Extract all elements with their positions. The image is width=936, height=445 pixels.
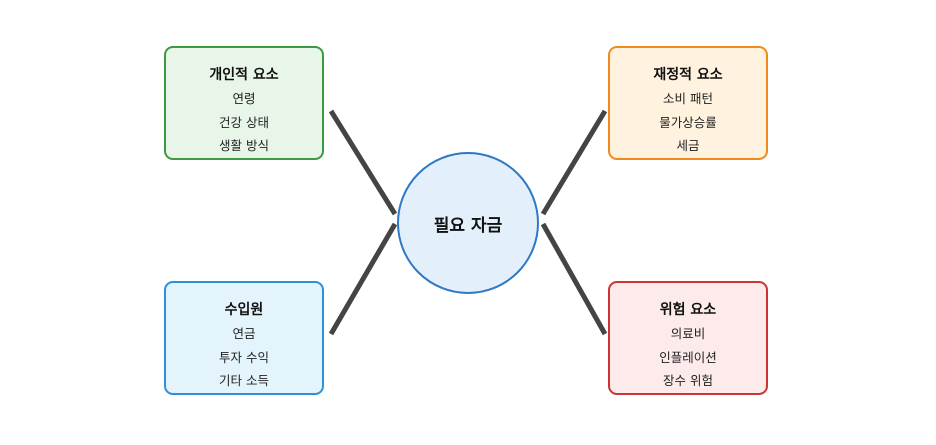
node-personal-factors: 개인적 요소 연령 건강 상태 생활 방식 — [164, 46, 324, 160]
node-financial-factors: 재정적 요소 소비 패턴 물가상승률 세금 — [608, 46, 768, 160]
node-income-sources: 수입원 연금 투자 수익 기타 소득 — [164, 281, 324, 395]
connector-risk — [540, 222, 608, 336]
node-item: 장수 위험 — [663, 373, 713, 388]
node-item: 연령 — [232, 91, 256, 106]
node-item: 물가상승률 — [659, 114, 717, 130]
node-title: 수입원 — [224, 302, 264, 318]
connector-personal — [328, 109, 398, 216]
node-title: 위험 요소 — [659, 302, 717, 318]
node-item: 연금 — [232, 326, 256, 341]
node-item: 소비 패턴 — [663, 91, 713, 106]
node-item: 투자 수익 — [219, 349, 269, 365]
node-item: 생활 방식 — [219, 138, 269, 153]
connector-financial — [540, 109, 608, 216]
node-item: 의료비 — [670, 326, 706, 341]
node-title: 재정적 요소 — [653, 67, 723, 83]
node-item: 인플레이션 — [659, 349, 717, 365]
node-item: 건강 상태 — [219, 114, 269, 130]
center-node: 필요 자금 — [397, 152, 539, 294]
center-label: 필요 자금 — [433, 215, 503, 236]
node-title: 개인적 요소 — [209, 67, 279, 83]
connector-income — [328, 222, 398, 336]
node-item: 세금 — [676, 138, 700, 153]
node-item: 기타 소득 — [219, 373, 269, 388]
node-risk-factors: 위험 요소 의료비 인플레이션 장수 위험 — [608, 281, 768, 395]
